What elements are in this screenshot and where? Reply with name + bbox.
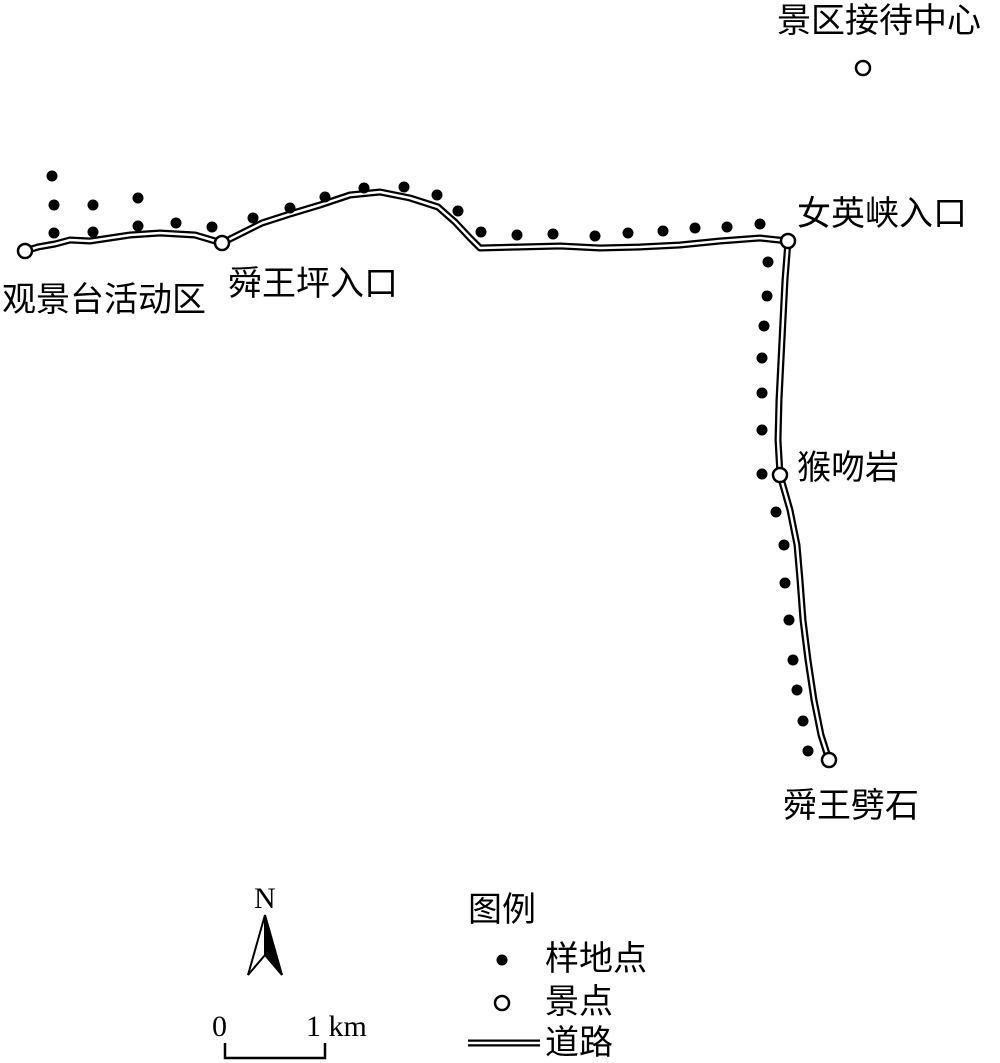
sample-point bbox=[247, 212, 259, 224]
legend-title: 图例 bbox=[468, 890, 536, 930]
legend-spot-icon bbox=[493, 994, 511, 1012]
legend-symbols bbox=[468, 954, 540, 1047]
sample-point bbox=[689, 222, 701, 234]
sample-point bbox=[778, 539, 790, 551]
legend-sample-label: 样地点 bbox=[545, 939, 647, 979]
sample-point bbox=[452, 205, 464, 217]
sample-point bbox=[797, 715, 809, 727]
scenic-spots bbox=[16, 59, 872, 769]
label-visitor-center: 景区接待中心 bbox=[777, 1, 981, 41]
scale-bar bbox=[223, 1043, 327, 1060]
sample-point bbox=[132, 192, 144, 204]
label-shunwangpishi: 舜王劈石 bbox=[783, 786, 919, 826]
spot-nvyingxia bbox=[779, 232, 797, 250]
sample-point bbox=[398, 181, 410, 193]
sample-point bbox=[770, 506, 782, 518]
sample-point bbox=[756, 424, 768, 436]
sample-point bbox=[431, 189, 443, 201]
label-houwenyan: 猴吻岩 bbox=[797, 448, 899, 488]
sample-point bbox=[48, 227, 60, 239]
sample-point bbox=[721, 221, 733, 233]
sample-point bbox=[787, 654, 799, 666]
sample-point bbox=[589, 230, 601, 242]
sample-point bbox=[206, 221, 218, 233]
legend-sample-icon bbox=[496, 954, 508, 966]
sample-point bbox=[761, 290, 773, 302]
spot-shunwangping bbox=[213, 234, 231, 252]
scale-one: 1 km bbox=[306, 1010, 367, 1043]
sample-point bbox=[319, 191, 331, 203]
sample-point bbox=[48, 199, 60, 211]
sample-point bbox=[756, 352, 768, 364]
sample-point bbox=[783, 614, 795, 626]
legend-road-label: 道路 bbox=[545, 1023, 613, 1063]
scale-zero: 0 bbox=[212, 1010, 227, 1043]
sample-point bbox=[170, 217, 182, 229]
sample-point bbox=[756, 387, 768, 399]
spot-visitor-center bbox=[854, 59, 872, 77]
sample-point bbox=[756, 468, 768, 480]
north-arrow-icon bbox=[247, 914, 283, 976]
sample-point bbox=[475, 226, 487, 238]
spot-viewing-platform bbox=[16, 242, 34, 260]
sample-point bbox=[802, 745, 814, 757]
sample-point bbox=[622, 227, 634, 239]
sample-point bbox=[779, 577, 791, 589]
sample-points bbox=[46, 170, 814, 757]
legend-spot-label: 景点 bbox=[545, 982, 613, 1022]
road-inner bbox=[23, 190, 831, 762]
sample-point bbox=[284, 202, 296, 214]
label-nvyingxia: 女英峡入口 bbox=[797, 194, 967, 234]
sample-point bbox=[758, 320, 770, 332]
label-shunwangping: 舜王坪入口 bbox=[228, 264, 398, 304]
sample-point bbox=[87, 199, 99, 211]
sample-point bbox=[547, 228, 559, 240]
sample-point bbox=[754, 218, 766, 230]
road bbox=[21, 188, 833, 764]
spot-shunwangpishi bbox=[820, 751, 838, 769]
sample-point bbox=[511, 229, 523, 241]
sample-point bbox=[358, 182, 370, 194]
label-viewing-platform: 观景台活动区 bbox=[2, 280, 206, 320]
sample-point bbox=[762, 256, 774, 268]
spot-houwenyan bbox=[771, 466, 789, 484]
sample-point bbox=[132, 220, 144, 232]
sample-point bbox=[87, 226, 99, 238]
sample-point bbox=[657, 225, 669, 237]
north-arrow-left bbox=[247, 914, 266, 976]
north-letter: N bbox=[254, 882, 276, 915]
sample-point bbox=[791, 684, 803, 696]
north-arrow-right bbox=[264, 914, 283, 976]
road-outer bbox=[21, 188, 833, 764]
sample-point bbox=[46, 170, 58, 182]
